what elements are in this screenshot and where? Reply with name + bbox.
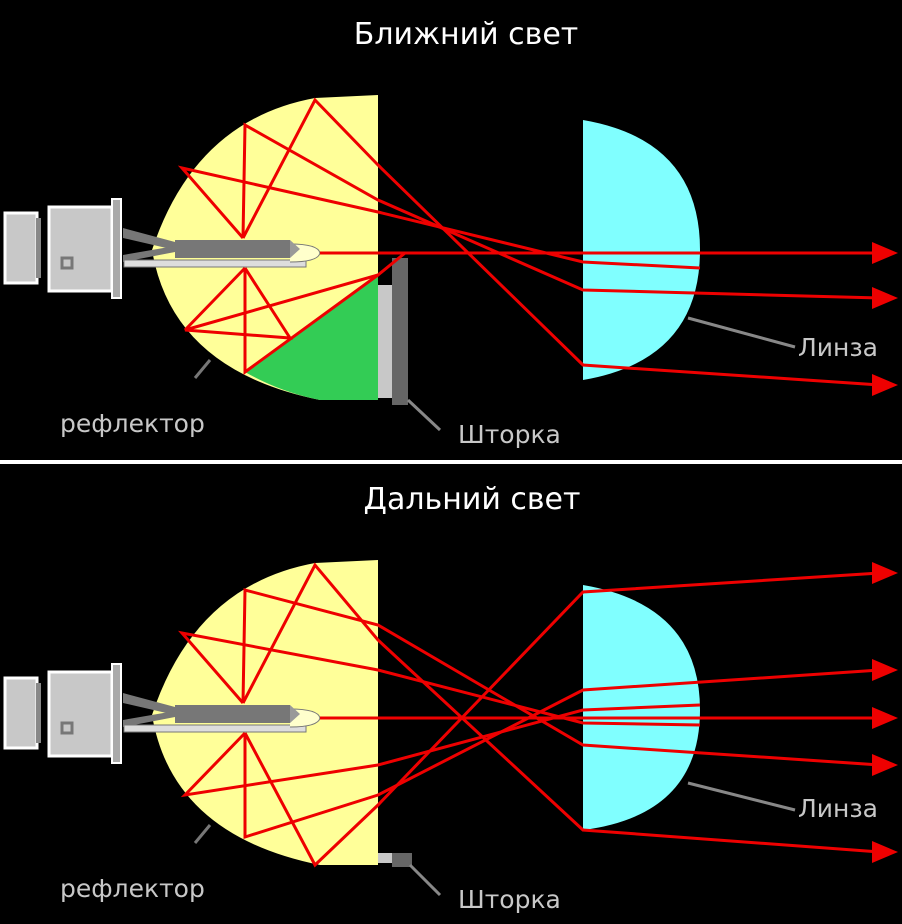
panel-title: Ближний свет bbox=[354, 17, 579, 52]
lens bbox=[583, 120, 700, 380]
shutter-pointer bbox=[408, 863, 442, 897]
shutter-label: Шторка bbox=[458, 420, 561, 449]
reflector-pointer bbox=[193, 359, 212, 379]
light-rays bbox=[178, 562, 881, 868]
high-beam-panel: Дальний свет рефлектор Шторка Линза bbox=[3, 482, 898, 914]
shutter-shadow bbox=[245, 275, 378, 400]
shutter bbox=[392, 258, 408, 405]
lens-pointer bbox=[687, 781, 796, 812]
shutter-front bbox=[378, 853, 392, 863]
shutter-label: Шторка bbox=[458, 885, 561, 914]
ray-arrows bbox=[872, 562, 898, 863]
panel-divider bbox=[0, 460, 902, 464]
lens-pointer bbox=[687, 316, 796, 349]
shutter-pointer bbox=[406, 398, 442, 432]
reflector-label: рефлектор bbox=[60, 409, 205, 438]
shutter bbox=[392, 853, 412, 867]
light-rays bbox=[177, 97, 881, 387]
panel-title: Дальний свет bbox=[364, 482, 581, 517]
shutter-front bbox=[378, 285, 392, 398]
ray-arrows bbox=[872, 242, 898, 396]
lens-label: Линза bbox=[798, 794, 878, 823]
reflector-label: рефлектор bbox=[60, 874, 205, 903]
low-beam-panel: Ближний свет рефлектор Шторка Линза bbox=[3, 17, 898, 449]
reflector-pointer bbox=[193, 824, 212, 844]
lens-label: Линза bbox=[798, 333, 878, 362]
